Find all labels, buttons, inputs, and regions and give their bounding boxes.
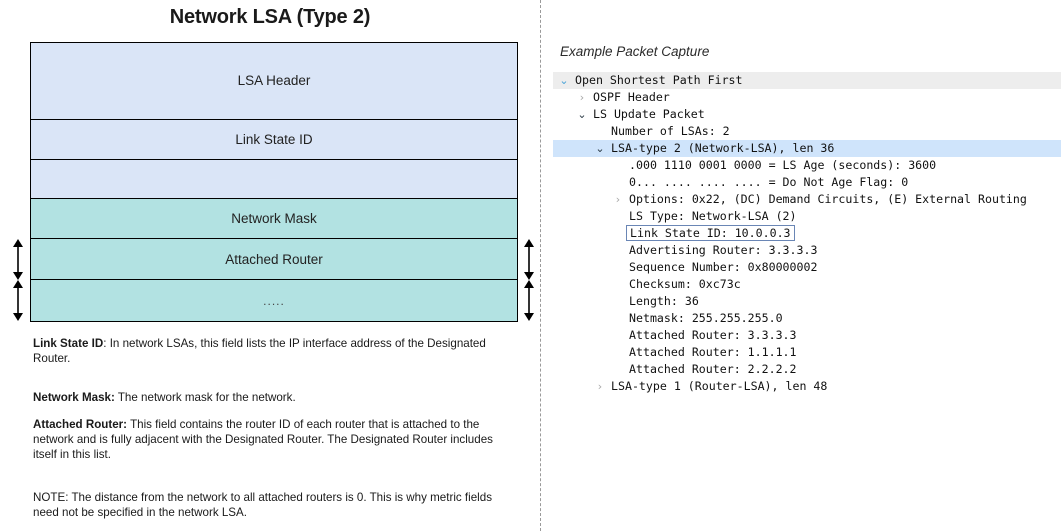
field-attached-router: Attached Router [31,239,517,281]
double-arrow-icon-right-upper [521,239,537,280]
tree-row-label: Number of LSAs: 2 [611,124,730,138]
field-label: LSA Header [237,73,311,89]
tree-row-label: LS Type: Network-LSA (2) [629,209,797,223]
field-blank [31,159,517,200]
tree-row-label: Open Shortest Path First [575,73,743,87]
field-label: ..... [263,293,285,308]
tree-row[interactable]: ⌄ LSA-type 2 (Network-LSA), len 36 [553,140,1061,157]
tree-row-label-highlighted: Link State ID: 10.0.0.3 [626,225,795,241]
tree-row[interactable]: Link State ID: 10.0.0.3 [553,225,1061,242]
tree-row-label: LSA-type 2 (Network-LSA), len 36 [611,141,835,155]
tree-row[interactable]: › Options: 0x22, (DC) Demand Circuits, (E… [553,191,1061,208]
note-attached-router: Attached Router: This field contains the… [33,417,515,462]
tree-row-label: LSA-type 1 (Router-LSA), len 48 [611,379,828,393]
tree-row[interactable]: Checksum: 0xc73c [553,276,1061,293]
note-term: Attached Router: [33,418,128,431]
note-text: In network LSAs, this field lists the IP… [33,337,486,365]
page-title: Network LSA (Type 2) [169,6,371,28]
packet-detail-tree[interactable]: ⌄ Open Shortest Path First › OSPF Header ⌄ LS… [553,72,1061,395]
note-text: NOTE: The distance from the network to a… [33,491,492,519]
tree-row[interactable]: Attached Router: 2.2.2.2 [553,361,1061,378]
tree-row-label: OSPF Header [593,90,670,104]
tree-row-label: Advertising Router: 3.3.3.3 [629,243,818,257]
tree-row[interactable]: .000 1110 0001 0000 = LS Age (seconds): … [553,157,1061,174]
note-text: This field contains the router ID of eac… [33,418,493,461]
note-link-state-id: Link State ID: In network LSAs, this fie… [33,336,515,366]
chevron-down-icon[interactable]: ⌄ [577,108,587,121]
field-label: Attached Router [225,251,323,267]
field-network-mask: Network Mask [31,199,517,240]
double-arrow-icon-left-upper [10,239,26,280]
field-lsa-header: LSA Header [31,43,517,120]
chevron-down-icon[interactable]: ⌄ [595,142,605,155]
capture-caption: Example Packet Capture [560,44,710,59]
chevron-right-icon[interactable]: › [579,91,585,104]
chevron-right-icon[interactable]: › [597,380,603,393]
note-separator: : [103,337,110,350]
tree-row-label: Length: 36 [629,294,699,308]
note-network-mask: Network Mask: The network mask for the n… [33,390,515,405]
lsa-structure-diagram: LSA Header Link State ID Network Mask At… [30,42,518,322]
tree-row[interactable]: › OSPF Header [553,89,1061,106]
field-link-state-id: Link State ID [31,119,517,160]
tree-row[interactable]: ⌄ LS Update Packet [553,106,1061,123]
double-arrow-icon-right-lower [521,280,537,321]
tree-row[interactable]: ⌄ Open Shortest Path First [553,72,1061,89]
note-metric: NOTE: The distance from the network to a… [33,490,515,520]
field-ellipsis: ..... [31,280,517,321]
chevron-down-icon[interactable]: ⌄ [559,74,569,87]
tree-row[interactable]: Netmask: 255.255.255.0 [553,310,1061,327]
tree-row-label: 0... .... .... .... = Do Not Age Flag: 0 [629,175,909,189]
tree-row[interactable]: Attached Router: 1.1.1.1 [553,344,1061,361]
tree-row-label: Attached Router: 1.1.1.1 [629,345,797,359]
left-panel: Network LSA (Type 2) LSA Header Link Sta… [10,6,537,520]
tree-row-label: .000 1110 0001 0000 = LS Age (seconds): … [629,158,937,172]
tree-row[interactable]: Attached Router: 3.3.3.3 [553,327,1061,344]
tree-row[interactable]: LS Type: Network-LSA (2) [553,208,1061,225]
tree-row-label: Netmask: 255.255.255.0 [629,311,783,325]
tree-row[interactable]: Number of LSAs: 2 [553,123,1061,140]
note-term: Link State ID [33,337,104,350]
field-descriptions: Link State ID: In network LSAs, this fie… [33,336,515,520]
tree-row[interactable]: Length: 36 [553,293,1061,310]
tree-row[interactable]: Sequence Number: 0x80000002 [553,259,1061,276]
tree-row[interactable]: › LSA-type 1 (Router-LSA), len 48 [553,378,1061,395]
field-label: Network Mask [231,211,317,227]
double-arrow-icon-left-lower [10,280,26,321]
right-panel: Example Packet Capture ⌄ Open Shortest Pa… [541,0,1063,531]
tree-row[interactable]: 0... .... .... .... = Do Not Age Flag: 0 [553,174,1061,191]
field-label: Link State ID [235,131,313,147]
tree-row-label: Checksum: 0xc73c [629,277,741,291]
tree-row-label: Attached Router: 3.3.3.3 [629,328,797,342]
tree-row[interactable]: Advertising Router: 3.3.3.3 [553,242,1061,259]
tree-row-label: Sequence Number: 0x80000002 [629,260,818,274]
tree-row-label: LS Update Packet [593,107,705,121]
note-text: The network mask for the network. [117,391,296,404]
tree-row-label: Attached Router: 2.2.2.2 [629,362,797,376]
panel-divider [540,0,541,531]
tree-row-label: Options: 0x22, (DC) Demand Circuits, (E)… [629,192,1027,206]
note-term: Network Mask: [33,391,115,404]
chevron-right-icon[interactable]: › [615,193,621,206]
